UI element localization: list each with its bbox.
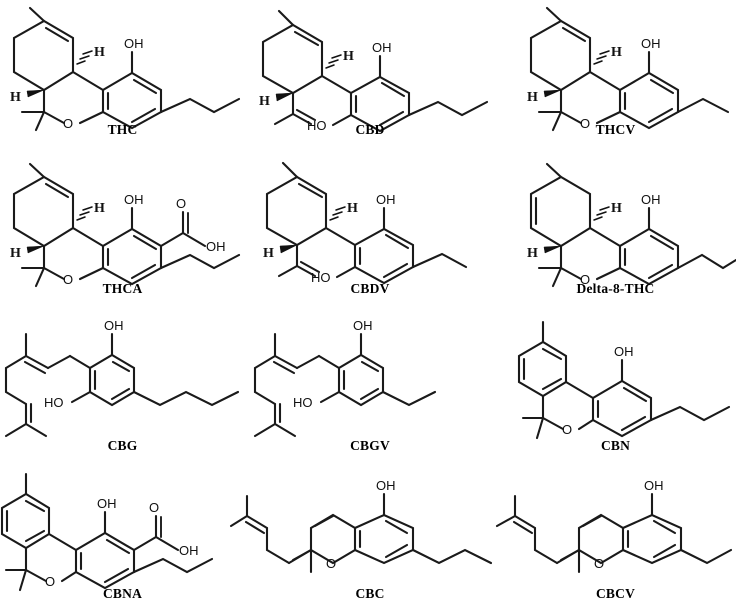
atom-label-oh-thca: OH: [124, 192, 144, 207]
compound-cell-cbg: OH HO CBG: [0, 312, 245, 462]
compound-label-cbcv: CBCV: [595, 586, 636, 601]
atom-label-ho-cbg-bottom: HO: [44, 395, 64, 410]
atom-label-h-cbdv-upper: H: [347, 201, 358, 216]
stereo-wedge-h-thcv-lower: [543, 89, 562, 98]
structure-cbcv: O OH: [495, 478, 733, 574]
atom-label-o-cbna: O: [45, 574, 55, 589]
compound-cell-cbgv: OH HO CBGV: [245, 312, 495, 462]
atom-label-ho-cbd-bottom: HO: [307, 118, 327, 133]
compound-cell-cbc: O OH CBC: [229, 468, 495, 611]
stereo-wedge-h-delta8-lower: [543, 245, 562, 254]
atom-label-h-lower: H: [10, 90, 21, 105]
atom-label-h-delta8-upper: H: [611, 201, 622, 216]
structure-cbdv: H H OH HO: [263, 161, 468, 285]
compound-label-cbn: CBN: [600, 438, 631, 453]
atom-label-h-cbd-lower: H: [259, 94, 270, 109]
atom-label-h-cbd-upper: H: [343, 49, 354, 64]
stereo-hash-h-thca-upper: [76, 206, 93, 221]
atom-label-o-cbcv: O: [594, 556, 604, 571]
compound-cell-cbdv: H H OH HO CBDV: [245, 152, 495, 304]
stereo-wedge-h-thca-lower: [26, 245, 45, 254]
compound-cell-cbn: O OH CBN: [495, 312, 736, 462]
atom-label-ho-cbdv-bottom: HO: [311, 270, 331, 285]
atom-label-oh-cbc: OH: [376, 478, 396, 493]
atom-label-oh-acid-cbna: OH: [179, 543, 199, 558]
structure-cbn: O OH: [517, 320, 731, 440]
atom-label-h-thcv-upper: H: [611, 45, 622, 60]
atom-label-o: O: [63, 116, 73, 131]
atom-label-oh-cbna: OH: [97, 496, 117, 511]
compound-label-cbdv: CBDV: [350, 281, 390, 296]
atom-label-oh-thcv: OH: [641, 36, 661, 51]
structure-cbg: OH HO: [4, 318, 240, 438]
atom-label-oh-cbdv-top: OH: [376, 192, 396, 207]
compound-cell-thca: O OH O OH H H THCA: [0, 152, 245, 304]
atom-label-o-delta8: O: [580, 272, 590, 287]
atom-label-o-cbn: O: [562, 422, 572, 437]
atom-label-oh-acid-thca: OH: [206, 239, 226, 254]
compound-cell-thcv: O OH H H THCV: [495, 0, 736, 146]
atom-label-o-carbonyl-cbna: O: [149, 500, 159, 515]
stereo-hash-h-cbd-upper: [325, 54, 342, 69]
atom-label-oh: OH: [124, 36, 144, 51]
compound-label-delta8thc: Delta-8-THC: [576, 281, 655, 296]
atom-label-h-delta8-lower: H: [527, 246, 538, 261]
structure-thca: O OH O OH H H: [10, 162, 241, 288]
compound-cell-thc: O OH H H THC: [0, 0, 245, 146]
atom-label-oh-cbgv-top: OH: [353, 318, 373, 333]
compound-label-cbgv: CBGV: [350, 438, 390, 453]
atom-label-h-thcv-lower: H: [527, 90, 538, 105]
compound-cell-cbna: O OH O OH CBNA: [0, 468, 245, 611]
compound-label-cbc: CBC: [355, 586, 385, 601]
compound-cell-cbd: H H OH HO CBD: [245, 0, 495, 146]
compound-cell-cbcv: O OH CBCV: [495, 468, 736, 611]
compound-label-cbna: CBNA: [102, 586, 143, 601]
compound-label-thca: THCA: [102, 281, 143, 296]
structure-thcv: O OH H H: [527, 6, 730, 132]
structure-cbgv: OH HO: [253, 318, 437, 438]
atom-label-ho-cbgv-bottom: HO: [293, 395, 313, 410]
atom-label-h-thca-upper: H: [94, 201, 105, 216]
atom-label-h-cbdv-lower: H: [263, 246, 274, 261]
stereo-wedge-h-cbd: [275, 92, 294, 102]
atom-label-oh-cbg-top: OH: [104, 318, 124, 333]
stereo-hash-h-thcv-upper: [593, 50, 610, 65]
atom-label-h-upper: H: [94, 45, 105, 60]
structure-delta8thc: O OH H H: [527, 162, 736, 288]
atom-label-o-carbonyl-thca: O: [176, 196, 186, 211]
stereo-hash-h-upper: [76, 50, 93, 65]
stereo-hash-h-delta8-upper: [593, 206, 610, 221]
atom-label-o-cbc: O: [326, 556, 336, 571]
structure-thc: O OH H H: [10, 6, 241, 132]
atom-label-h-thca-lower: H: [10, 246, 21, 261]
stereo-wedge-h-cbdv: [279, 244, 298, 254]
atom-label-oh-delta8: OH: [641, 192, 661, 207]
atom-label-oh-cbn: OH: [614, 344, 634, 359]
structure-cbna: O OH O OH: [0, 472, 214, 592]
atom-label-oh-cbd-top: OH: [372, 40, 392, 55]
stereo-wedge-h-lower: [26, 89, 45, 98]
structure-cbc: O OH: [229, 478, 493, 574]
compound-label-cbd: CBD: [355, 122, 385, 137]
atom-label-o-thca: O: [63, 272, 73, 287]
atom-label-o-thcv: O: [580, 116, 590, 131]
stereo-hash-h-cbdv-upper: [329, 206, 346, 221]
atom-label-oh-cbcv: OH: [644, 478, 664, 493]
compound-label-thcv: THCV: [595, 122, 636, 137]
structure-cbd: H H OH HO: [259, 9, 489, 133]
compound-label-thc: THC: [107, 122, 138, 137]
compound-label-cbg: CBG: [107, 438, 138, 453]
compound-cell-delta8thc: O OH H H Delta-8-THC: [495, 152, 736, 304]
